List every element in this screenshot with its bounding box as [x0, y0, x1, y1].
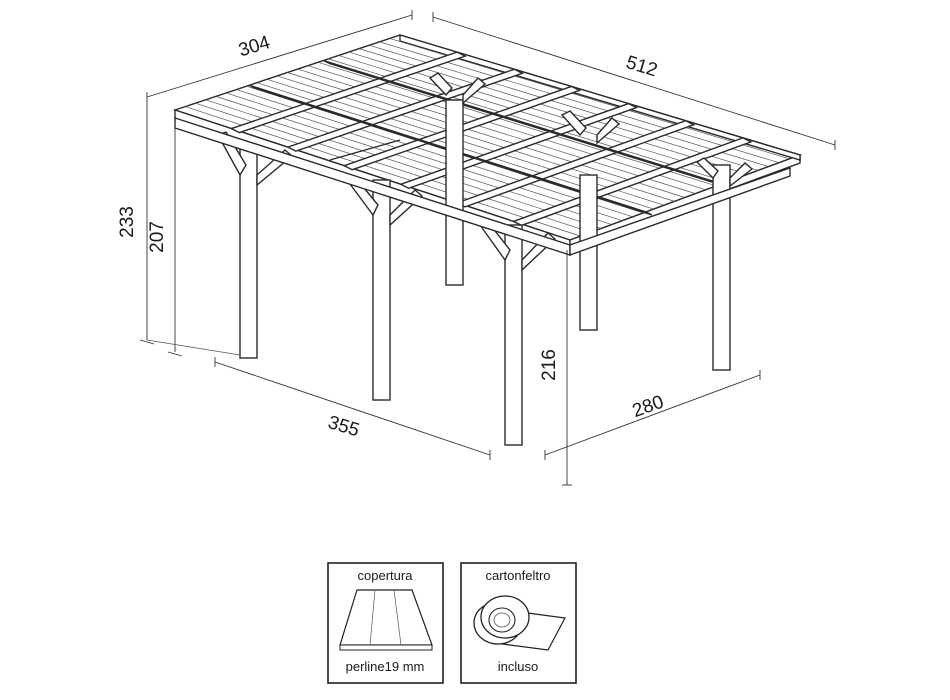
dimension-lines: [139, 10, 836, 486]
legend-felt-title: cartonfeltro: [485, 568, 550, 583]
brace: [428, 72, 453, 97]
post: [445, 99, 464, 286]
plank-icon: [339, 589, 433, 651]
dim-post-spacing-length: 355: [325, 412, 361, 441]
dim-height-eave: 207: [147, 221, 168, 253]
post: [712, 164, 731, 371]
roof-back-rail: [399, 34, 801, 161]
roof: [172, 34, 803, 250]
dim-roof-length: 512: [623, 52, 659, 81]
legend-roof-box: copertura perline19 mm: [327, 562, 444, 684]
dim-post-spacing-width: 280: [630, 392, 667, 423]
post: [579, 174, 598, 331]
legend-roof-caption: perline19 mm: [346, 659, 425, 674]
felt-roll-icon: [473, 595, 566, 651]
side-eave-beam: [569, 167, 791, 256]
roof-rafter: [511, 137, 753, 227]
post: [239, 144, 258, 359]
brace: [462, 77, 487, 105]
roof-purlin: [329, 139, 401, 161]
brace: [695, 157, 719, 180]
brace: [729, 162, 754, 188]
roof-rafter: [229, 51, 467, 134]
dim-height-clear: 216: [539, 349, 560, 381]
brace: [596, 117, 621, 145]
brace: [560, 110, 587, 137]
legend-roof-title: copertura: [358, 568, 414, 583]
posts: [239, 99, 731, 446]
post: [504, 224, 523, 446]
post: [372, 179, 391, 401]
dim-height-total: 233: [117, 206, 138, 238]
legend-felt-box: cartonfeltro incluso: [460, 562, 577, 684]
legend-felt-caption: incluso: [498, 659, 538, 674]
roof-rafter: [286, 68, 525, 152]
dim-roof-depth: 304: [236, 32, 273, 61]
